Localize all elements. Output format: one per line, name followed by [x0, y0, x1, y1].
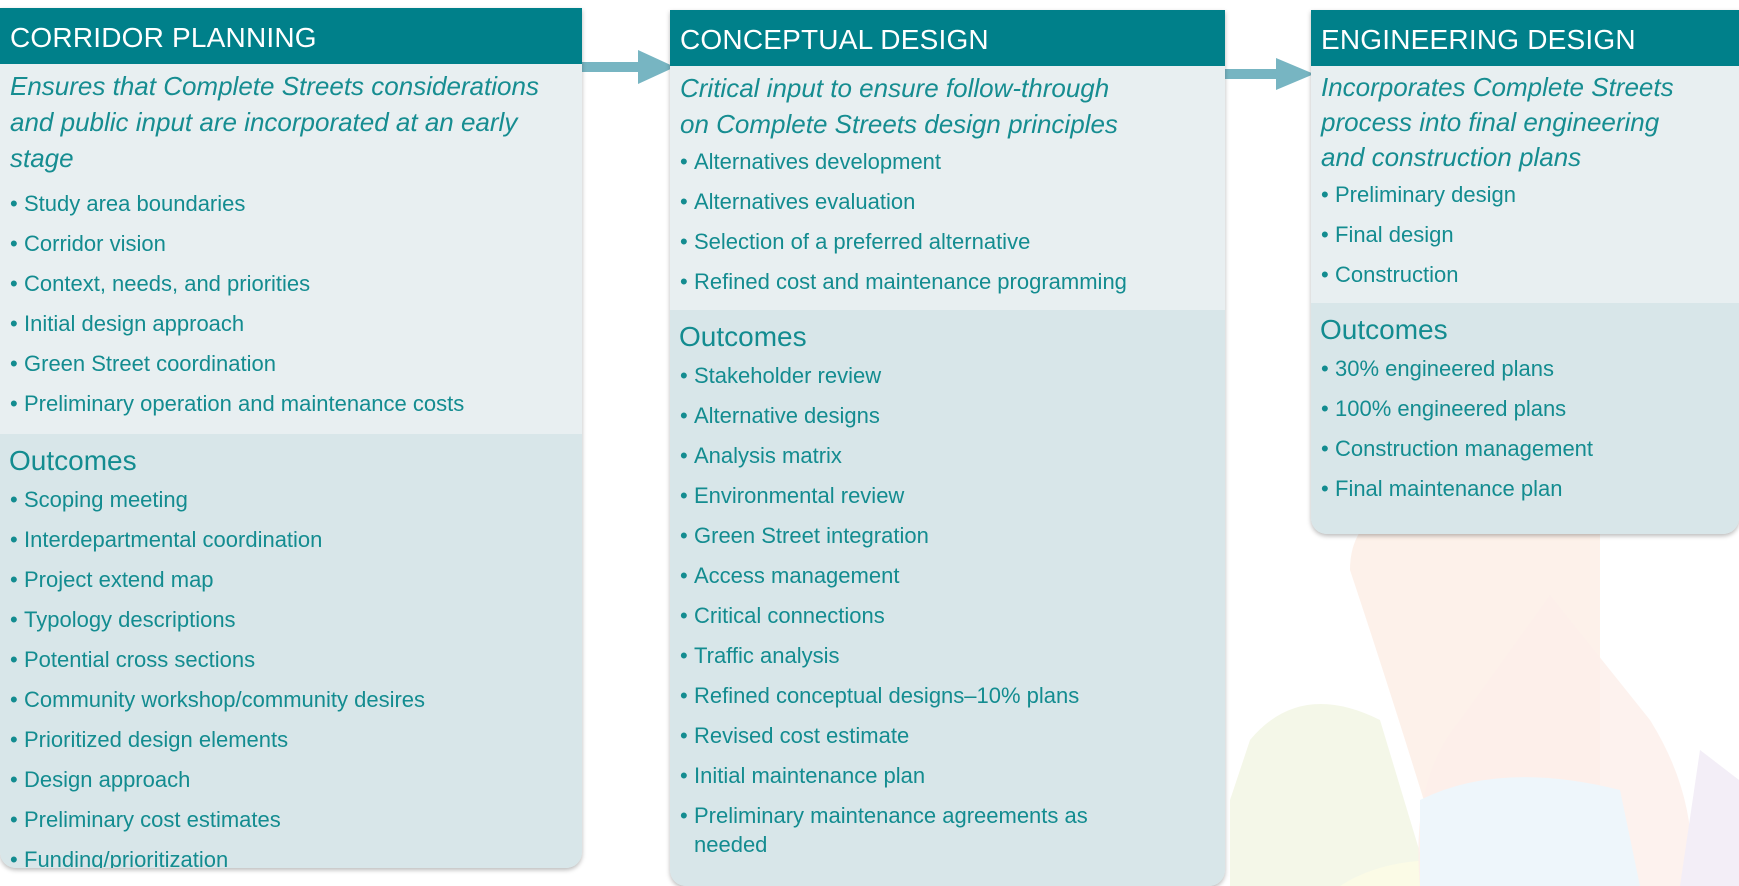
list-item: Stakeholder review — [678, 356, 1115, 396]
outcomes-list: 30% engineered plans 100% engineered pla… — [1311, 349, 1739, 509]
panel-conceptual-design: CONCEPTUAL DESIGN Critical input to ensu… — [670, 10, 1225, 886]
list-item: Alternative designs — [678, 396, 1115, 436]
list-item: Preliminary operation and maintenance co… — [8, 384, 582, 424]
list-item: Community workshop/community desires — [8, 680, 582, 720]
list-item: Design approach — [8, 760, 582, 800]
list-item: Alternatives evaluation — [678, 182, 1225, 222]
list-item: Initial design approach — [8, 304, 582, 344]
panel-title: CONCEPTUAL DESIGN — [670, 10, 1225, 66]
list-item: Green Street coordination — [8, 344, 582, 384]
panel-title: CORRIDOR PLANNING — [0, 8, 582, 64]
panel-subtitle: Ensures that Complete Streets considerat… — [10, 71, 539, 173]
list-item: 100% engineered plans — [1319, 389, 1739, 429]
outcomes-title: Outcomes — [679, 321, 807, 352]
list-item: Revised cost estimate — [678, 716, 1115, 756]
list-item: Access management — [678, 556, 1115, 596]
outcomes-section: Outcomes 30% engineered plans 100% engin… — [1311, 303, 1739, 534]
list-item: Preliminary design — [1319, 175, 1739, 215]
list-item: Scoping meeting — [8, 480, 582, 520]
panel-title: ENGINEERING DESIGN — [1311, 10, 1739, 66]
arrow-planning-to-conceptual — [580, 50, 675, 84]
steps-list: Preliminary design Final design Construc… — [1311, 175, 1739, 303]
list-item: Environmental review — [678, 476, 1115, 516]
list-item: Context, needs, and priorities — [8, 264, 582, 304]
list-item: Final maintenance plan — [1319, 469, 1739, 509]
outcomes-list: Stakeholder review Alternative designs A… — [670, 356, 1225, 865]
list-item: Corridor vision — [8, 224, 582, 264]
list-item: Construction management — [1319, 429, 1739, 469]
outcomes-title: Outcomes — [9, 445, 137, 476]
list-item: Analysis matrix — [678, 436, 1115, 476]
panel-engineering-design: ENGINEERING DESIGN Incorporates Complete… — [1311, 10, 1739, 534]
steps-list: Study area boundaries Corridor vision Co… — [0, 176, 582, 434]
list-item: Potential cross sections — [8, 640, 582, 680]
panel-subtitle: Critical input to ensure follow-through … — [680, 73, 1118, 139]
outcomes-section: Outcomes Stakeholder review Alternative … — [670, 310, 1225, 886]
arrow-conceptual-to-engineering — [1224, 58, 1314, 90]
list-item: 30% engineered plans — [1319, 349, 1739, 389]
outcomes-title: Outcomes — [1320, 314, 1448, 345]
list-item: Prioritized design elements — [8, 720, 582, 760]
list-item: Refined conceptual designs–10% plans — [678, 676, 1115, 716]
list-item: Typology descriptions — [8, 600, 582, 640]
list-item: Critical connections — [678, 596, 1115, 636]
list-item: Initial maintenance plan — [678, 756, 1115, 796]
steps-list: Alternatives development Alternatives ev… — [670, 142, 1225, 310]
list-item: Funding/prioritization — [8, 840, 582, 868]
list-item: Selection of a preferred alternative — [678, 222, 1225, 262]
list-item: Study area boundaries — [8, 184, 582, 224]
outcomes-section: Outcomes Scoping meeting Interdepartment… — [0, 434, 582, 868]
list-item: Preliminary cost estimates — [8, 800, 582, 840]
outcomes-list: Scoping meeting Interdepartmental coordi… — [0, 480, 582, 868]
list-item: Alternatives development — [678, 142, 1225, 182]
list-item: Preliminary maintenance agreements as ne… — [678, 796, 1115, 865]
list-item: Project extend map — [8, 560, 582, 600]
list-item: Construction — [1319, 255, 1739, 295]
list-item: Traffic analysis — [678, 636, 1115, 676]
panel-corridor-planning: CORRIDOR PLANNING Ensures that Complete … — [0, 8, 582, 868]
panel-subtitle: Incorporates Complete Streets process in… — [1321, 72, 1674, 172]
list-item: Green Street integration — [678, 516, 1115, 556]
list-item: Refined cost and maintenance programming — [678, 262, 1225, 302]
list-item: Final design — [1319, 215, 1739, 255]
list-item: Interdepartmental coordination — [8, 520, 582, 560]
